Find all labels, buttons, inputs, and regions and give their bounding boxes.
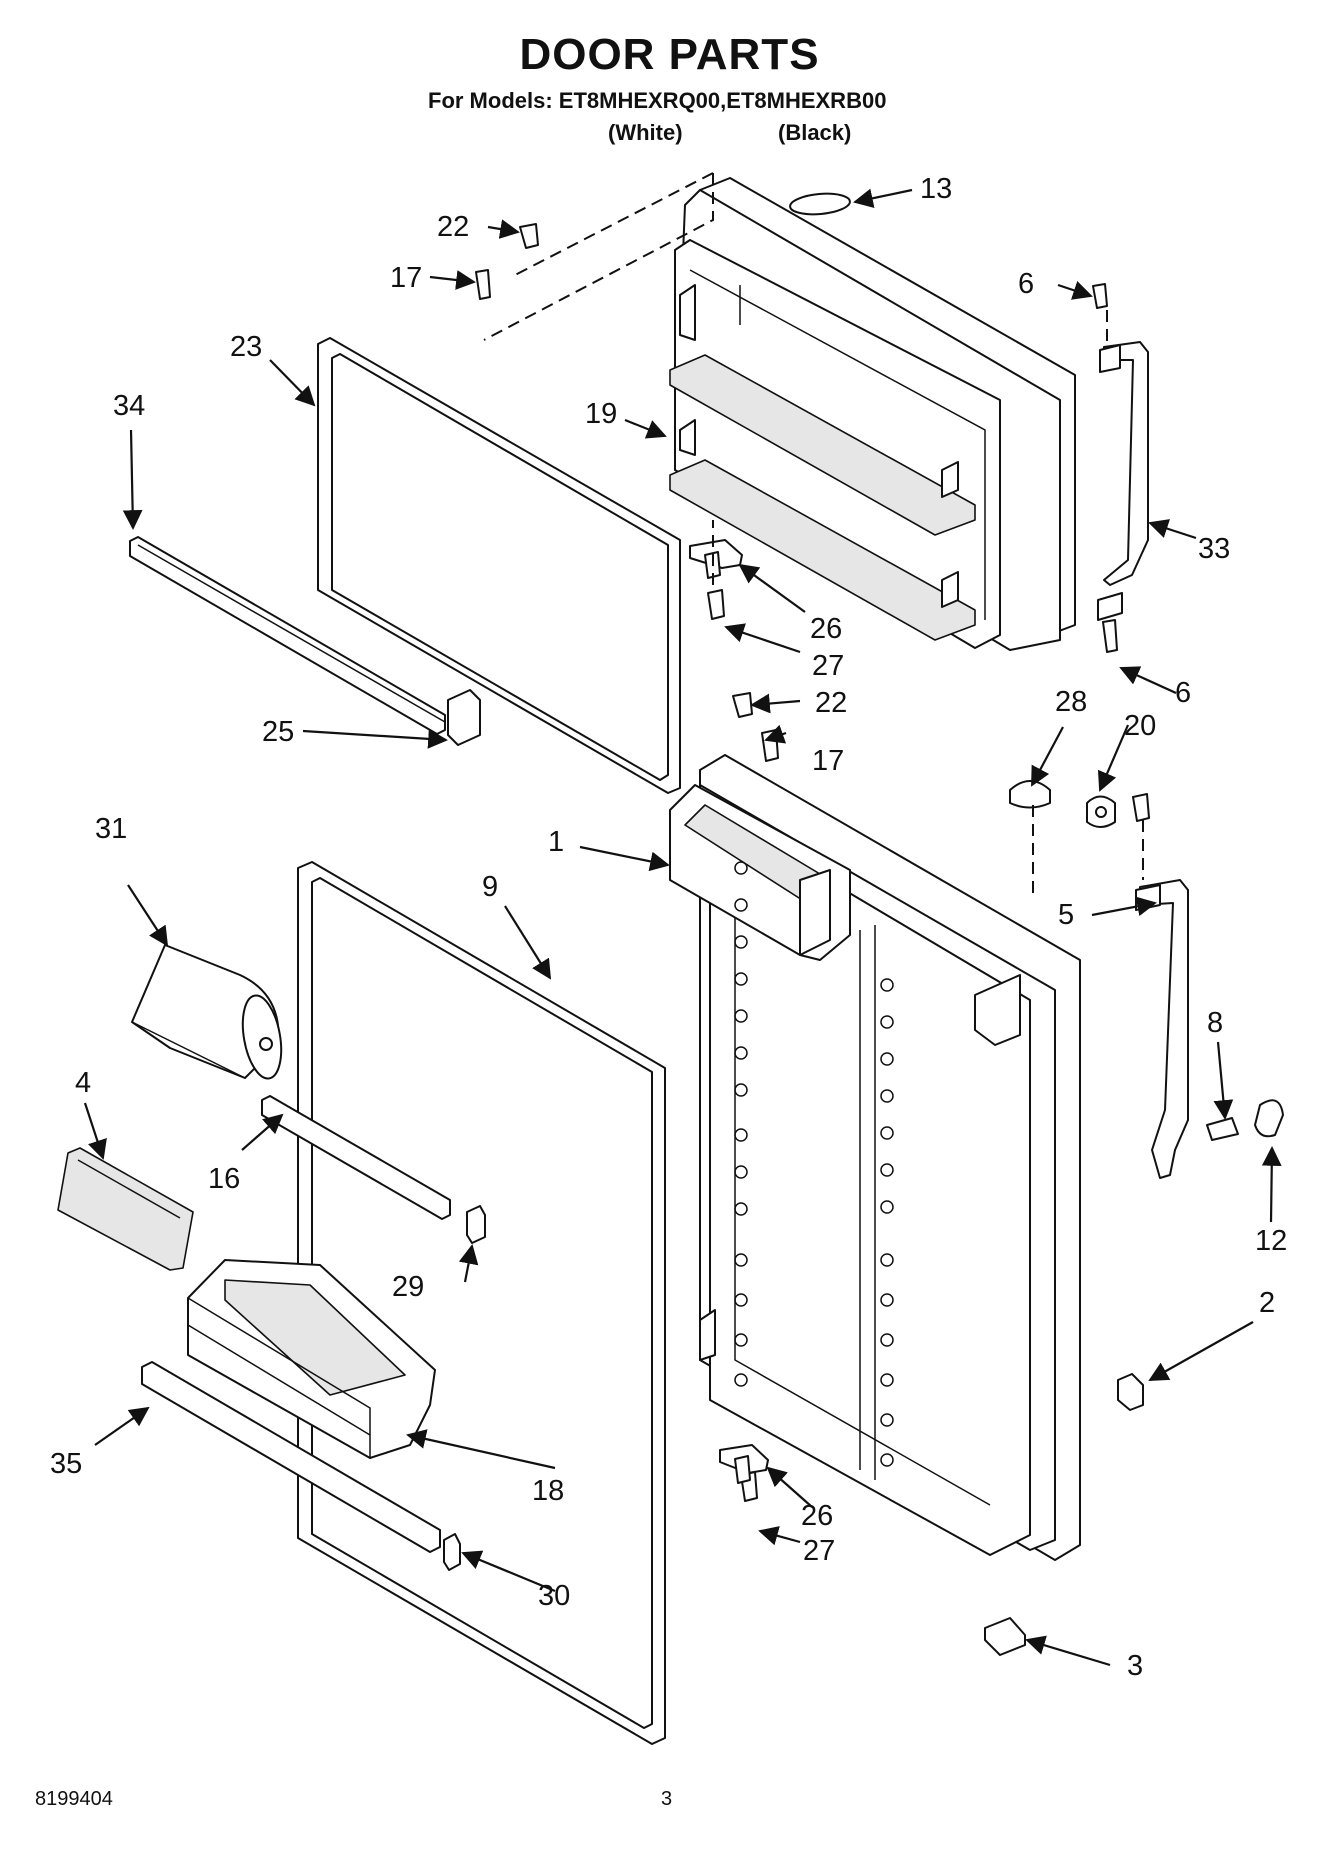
document-number: 8199404: [35, 1788, 113, 1810]
callout-8: 8: [1207, 1007, 1223, 1039]
alignment-lines: [483, 172, 1144, 895]
callout-4: 4: [75, 1067, 91, 1099]
callout-27-top: 27: [812, 650, 844, 682]
fresh-food-door: [669, 754, 1081, 1561]
page-number: 3: [661, 1788, 673, 1810]
freezer-door: [669, 177, 1076, 651]
callout-6-top: 6: [1018, 268, 1034, 300]
leader-lines: [83, 188, 1282, 1667]
callout-17-top: 17: [390, 262, 422, 294]
fresh-food-handle: [1135, 879, 1189, 1179]
callout-30: 30: [538, 1580, 570, 1612]
plugs-and-buttons: [519, 192, 1284, 1138]
door-dimples: [734, 861, 894, 1467]
callout-labels: 1 2 3 4 5 6 6 8 9 12 13 16 17 17 18 19 2…: [50, 173, 1287, 1682]
hinge-parts: [689, 539, 1144, 1656]
callout-22-top: 22: [437, 211, 469, 243]
screw-hardware: [475, 269, 1239, 1502]
callout-9: 9: [482, 871, 498, 903]
models-line: For Models: ET8MHEXRQ00,ET8MHEXRB00: [428, 88, 887, 113]
trim-clip: [466, 1205, 486, 1244]
page-title: DOOR PARTS: [519, 30, 820, 79]
freezer-gasket: [317, 337, 681, 794]
shelf-clip: [447, 689, 481, 746]
callout-31: 31: [95, 813, 127, 845]
bottom-trim-clip: [443, 1533, 461, 1571]
callout-28: 28: [1055, 686, 1087, 718]
callout-13: 13: [920, 173, 952, 205]
callout-29: 29: [392, 1271, 424, 1303]
callout-33: 33: [1198, 533, 1230, 565]
dairy-door: [131, 944, 283, 1080]
callout-23: 23: [230, 331, 262, 363]
callout-18: 18: [532, 1475, 564, 1507]
callout-25: 25: [262, 716, 294, 748]
callout-12: 12: [1255, 1225, 1287, 1257]
callout-20: 20: [1124, 710, 1156, 742]
callout-26-top: 26: [810, 613, 842, 645]
callout-26-bottom: 26: [801, 1500, 833, 1532]
callout-16: 16: [208, 1163, 240, 1195]
callout-22-middle: 22: [815, 687, 847, 719]
callout-6-bottom: 6: [1175, 677, 1191, 709]
variant-black: (Black): [778, 120, 852, 145]
callout-1: 1: [548, 826, 564, 858]
callout-3: 3: [1127, 1650, 1143, 1682]
callout-17-middle: 17: [812, 745, 844, 777]
bottom-shelf-trim: [141, 1361, 441, 1553]
callout-34: 34: [113, 390, 145, 422]
dairy-trim: [57, 1147, 194, 1271]
callout-27-bottom: 27: [803, 1535, 835, 1567]
callout-35: 35: [50, 1448, 82, 1480]
door-shelf-trim: [261, 1095, 451, 1220]
callout-5: 5: [1058, 899, 1074, 931]
freezer-handle: [1097, 341, 1149, 621]
callout-19: 19: [585, 398, 617, 430]
door-bin: [187, 1259, 436, 1459]
variant-white: (White): [608, 120, 683, 145]
callout-2: 2: [1259, 1287, 1275, 1319]
